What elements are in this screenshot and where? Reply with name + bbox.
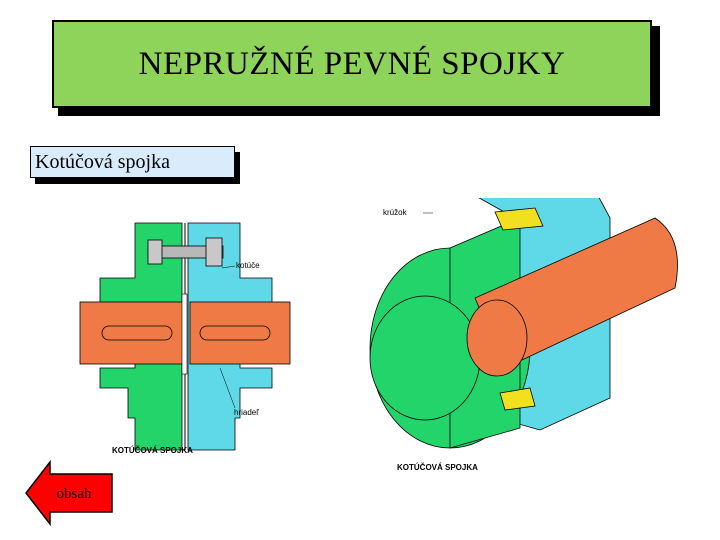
page-subtitle: Kotúčová spojka xyxy=(35,150,170,173)
shaft-end xyxy=(466,299,528,377)
coupling-cutaway-diagram: krúžok KOTÚČOVÁ SPOJKA xyxy=(369,198,678,472)
front-hub xyxy=(369,295,481,421)
label-shaft: hriadeľ xyxy=(234,408,259,417)
label-ring: krúžok xyxy=(383,208,408,217)
right-figure-caption: KOTÚČOVÁ SPOJKA xyxy=(397,463,478,472)
label-bolts: kotúče xyxy=(236,261,260,270)
right-keyway xyxy=(199,325,271,341)
title-banner: NEPRUŽNÉ PEVNÉ SPOJKY xyxy=(52,20,652,108)
page-title: NEPRUŽNÉ PEVNÉ SPOJKY xyxy=(138,45,566,82)
left-figure-caption: KOTÚČOVÁ SPOJKA xyxy=(112,446,193,455)
coupling-section-diagram: kotúče hriadeľ KOTÚČOVÁ SPOJKA xyxy=(79,222,291,455)
right-shaft xyxy=(189,301,291,365)
back-to-contents-button[interactable]: obsah xyxy=(24,460,116,526)
ring-top xyxy=(494,207,544,231)
left-arrow-icon xyxy=(25,460,113,526)
back-button-label: obsah xyxy=(57,486,92,502)
left-keyway xyxy=(101,325,173,341)
nut xyxy=(205,237,223,267)
ring-bottom xyxy=(499,387,536,411)
subtitle-banner: Kotúčová spojka xyxy=(30,146,235,178)
left-shaft xyxy=(79,301,185,365)
bolt-head xyxy=(147,239,163,265)
centering-ring xyxy=(181,293,188,375)
